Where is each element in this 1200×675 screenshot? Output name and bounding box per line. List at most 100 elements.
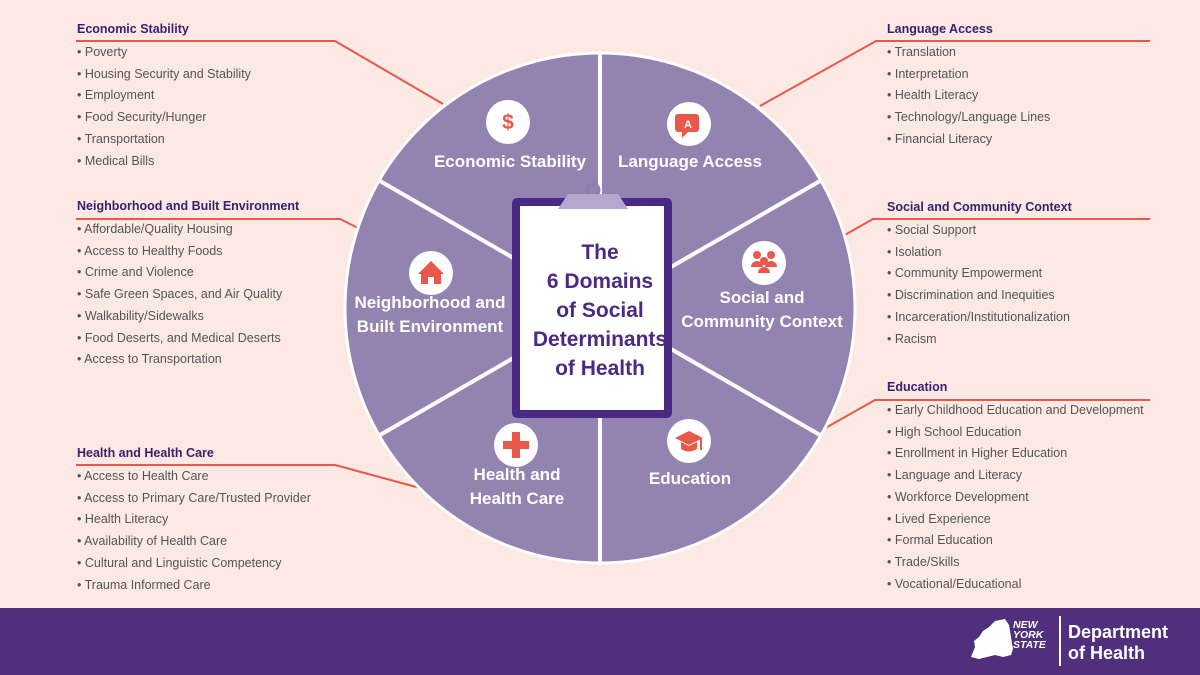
- list-item: Access to Health Care: [77, 466, 311, 488]
- connector-economic: [76, 40, 444, 105]
- footer-divider: [1059, 616, 1061, 666]
- nys-line: YORK: [1013, 629, 1044, 641]
- block-title: Economic Stability: [77, 22, 189, 36]
- nys-logo-text: NEW YORK STATE: [1013, 619, 1046, 651]
- list-item: Racism: [887, 329, 1072, 351]
- translate-icon: A: [667, 102, 711, 146]
- list-item: Food Security/Hunger: [77, 107, 251, 129]
- list-item: Affordable/Quality Housing: [77, 219, 299, 241]
- list-item: Trade/Skills: [887, 552, 1144, 574]
- segment-label-line: Health and: [474, 465, 561, 484]
- list-item: Housing Security and Stability: [77, 64, 251, 86]
- list-item: Language and Literacy: [887, 465, 1144, 487]
- list-item: Social Support: [887, 220, 1072, 242]
- center-title-line: of Health: [555, 357, 645, 380]
- list-item: Transportation: [77, 129, 251, 151]
- block-health-care: Health and Health Care Access to Health …: [77, 446, 311, 596]
- list-item: Access to Healthy Foods: [77, 241, 299, 263]
- list-item: Health Literacy: [887, 85, 1050, 107]
- item-list: TranslationInterpretationHealth Literacy…: [887, 42, 1051, 151]
- list-item: Crime and Violence: [77, 262, 299, 284]
- list-item: Health Literacy: [77, 509, 311, 531]
- center-title-line: of Social: [556, 299, 644, 322]
- block-neighborhood: Neighborhood and Built Environment Affor…: [77, 199, 299, 371]
- segment-label-line: Neighborhood and: [354, 293, 505, 312]
- graduation-cap-icon: [667, 419, 711, 463]
- connector-language: [759, 40, 1150, 107]
- segment-label-line: Economic Stability: [434, 152, 587, 171]
- center-title-line: 6 Domains: [547, 270, 653, 293]
- list-item: Early Childhood Education and Developmen…: [887, 400, 1144, 422]
- block-social-community: Social and Community Context Social Supp…: [887, 200, 1072, 350]
- connector-health: [76, 464, 421, 489]
- list-item: Workforce Development: [887, 487, 1144, 509]
- segment-label-line: Health Care: [470, 489, 564, 508]
- list-item: Lived Experience: [887, 509, 1144, 531]
- block-economic-stability: Economic Stability PovertyHousing Securi…: [77, 22, 251, 172]
- list-item: Access to Primary Care/Trusted Provider: [77, 488, 311, 510]
- list-item: Availability of Health Care: [77, 531, 311, 553]
- block-title: Language Access: [887, 22, 993, 36]
- list-item: Vocational/Educational: [887, 574, 1144, 596]
- segment-label-line: Language Access: [618, 152, 762, 171]
- segment-label: Language Access: [618, 152, 762, 171]
- center-title-line: The: [581, 241, 618, 264]
- svg-text:$: $: [502, 111, 514, 134]
- list-item: Discrimination and Inequities: [887, 285, 1072, 307]
- list-item: Cultural and Linguistic Competency: [77, 553, 311, 575]
- segment-label-line: Education: [649, 469, 731, 488]
- department-of-health-wordmark: Department of Health: [1068, 622, 1168, 664]
- house-icon: [409, 251, 453, 295]
- item-list: Access to Health CareAccess to Primary C…: [77, 466, 311, 596]
- segment-label-line: Built Environment: [357, 317, 504, 336]
- list-item: Walkability/Sidewalks: [77, 306, 299, 328]
- svg-text:A: A: [684, 119, 692, 131]
- item-list: Social SupportIsolationCommunity Empower…: [887, 220, 1072, 350]
- list-item: Isolation: [887, 242, 1072, 264]
- list-item: Technology/Language Lines: [887, 107, 1051, 129]
- nys-line: STATE: [1013, 639, 1046, 651]
- list-item: High School Education: [887, 422, 1144, 444]
- list-item: Interpretation: [887, 64, 1050, 86]
- block-title: Education: [887, 380, 948, 394]
- list-item: Enrollment in Higher Education: [887, 443, 1144, 465]
- medical-cross-icon: [494, 423, 538, 467]
- doh-line: of Health: [1068, 643, 1146, 663]
- wheel-rim: [343, 51, 857, 565]
- list-item: Safe Green Spaces, and Air Quality: [77, 284, 299, 306]
- people-icon: [742, 241, 786, 285]
- block-education: Education Early Childhood Education and …: [887, 380, 1144, 595]
- list-item: Financial Literacy: [887, 129, 1050, 151]
- list-item: Trauma Informed Care: [77, 575, 311, 597]
- dollar-icon: $: [486, 100, 530, 144]
- clipboard-paper: [520, 206, 664, 410]
- list-item: Employment: [77, 85, 251, 107]
- nys-map-logo-icon: [971, 619, 1013, 659]
- block-language-access: Language Access TranslationInterpretatio…: [887, 22, 1050, 151]
- nys-line: NEW: [1013, 619, 1038, 631]
- item-list: PovertyHousing Security and StabilityEmp…: [77, 42, 251, 172]
- list-item: Formal Education: [887, 530, 1144, 552]
- list-item: Community Empowerment: [887, 263, 1072, 285]
- list-item: Access to Transportation: [77, 349, 299, 371]
- segment-label-line: Community Context: [681, 312, 843, 331]
- segment-label: Education: [649, 469, 731, 488]
- list-item: Translation: [887, 42, 1050, 64]
- block-title: Social and Community Context: [887, 200, 1072, 214]
- doh-line: Department: [1068, 622, 1169, 642]
- list-item: Poverty: [77, 42, 251, 64]
- item-list: Affordable/Quality HousingAccess to Heal…: [77, 219, 299, 371]
- block-title: Health and Health Care: [77, 446, 214, 460]
- segment-label: Economic Stability: [434, 152, 587, 171]
- clipboard-clip: [558, 194, 628, 209]
- list-item: Incarceration/Institutionalization: [887, 307, 1072, 329]
- center-title-line: Determinants: [533, 328, 667, 351]
- connector-social: [842, 218, 1150, 237]
- item-list: Early Childhood Education and Developmen…: [887, 400, 1144, 595]
- list-item: Medical Bills: [77, 151, 251, 173]
- block-title: Neighborhood and Built Environment: [77, 199, 300, 213]
